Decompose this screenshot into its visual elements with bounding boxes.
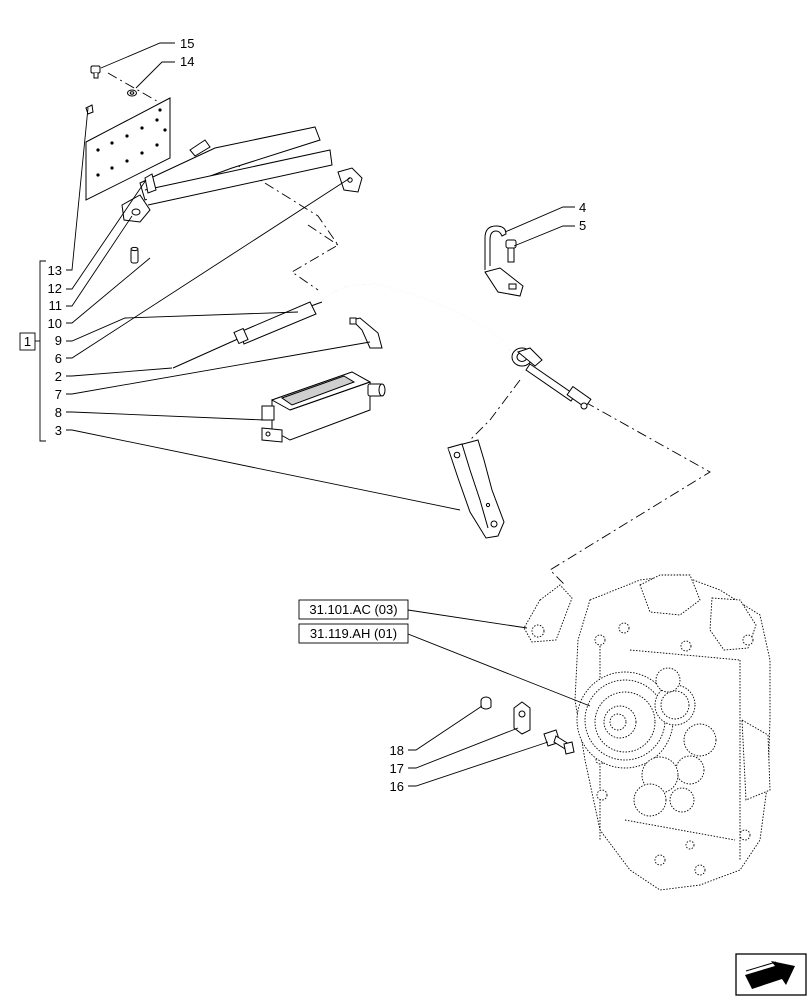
sensor-part-8: [261, 371, 386, 443]
callout-labels: 15 14 4 5 13 12 11 10 9 6 2 7 8 3 18 17 …: [48, 36, 587, 794]
assembly-centerlines: [107, 72, 711, 586]
reference-link-a[interactable]: 31.101.AC (03): [298, 599, 409, 620]
callout-11: 11: [49, 298, 63, 313]
callout-12: 12: [48, 281, 62, 296]
callout-5: 5: [579, 218, 586, 233]
nut-part-18: [480, 696, 492, 710]
callout-6: 6: [55, 351, 62, 366]
callout-13: 13: [48, 263, 62, 278]
sensor-part-16: [543, 729, 575, 755]
reference-a-label: 31.101.AC (03): [309, 602, 397, 617]
next-page-arrow-icon[interactable]: [735, 953, 807, 996]
control-cable-part-9: [172, 283, 592, 410]
callout-8: 8: [55, 405, 62, 420]
lever-part-3: [447, 439, 505, 539]
gear-assembly: [576, 667, 717, 817]
bolt-part-15: [90, 65, 101, 79]
callout-7: 7: [55, 387, 62, 402]
bracket-part-7: [349, 317, 383, 349]
callout-17: 17: [390, 761, 404, 776]
reference-link-b[interactable]: 31.119.AH (01): [298, 623, 409, 644]
reference-b-label: 31.119.AH (01): [310, 626, 397, 641]
bracket-part-12: [144, 173, 157, 194]
bracket-part-6: [337, 167, 363, 193]
callout-3: 3: [55, 423, 62, 438]
pin-part-10: [130, 246, 139, 264]
bolt-part-5: [505, 239, 517, 263]
transmission-housing: [574, 574, 771, 891]
arm-link-part: [523, 584, 573, 643]
bracket-part-17: [513, 701, 531, 735]
clip-part-4: [484, 225, 524, 297]
callout-2: 2: [55, 369, 62, 384]
callout-9: 9: [55, 333, 62, 348]
bracket-part-11: [121, 126, 333, 223]
callout-4: 4: [579, 200, 586, 215]
callout-14: 14: [180, 54, 194, 69]
callout-18: 18: [390, 743, 404, 758]
callout-16: 16: [390, 779, 404, 794]
callout-15: 15: [180, 36, 194, 51]
callout-10: 10: [48, 316, 62, 331]
leader-lines: [66, 42, 591, 787]
group-marker-label: 1: [24, 334, 31, 349]
washer-part-14: [127, 89, 137, 97]
group-bracket: 1: [19, 260, 46, 442]
